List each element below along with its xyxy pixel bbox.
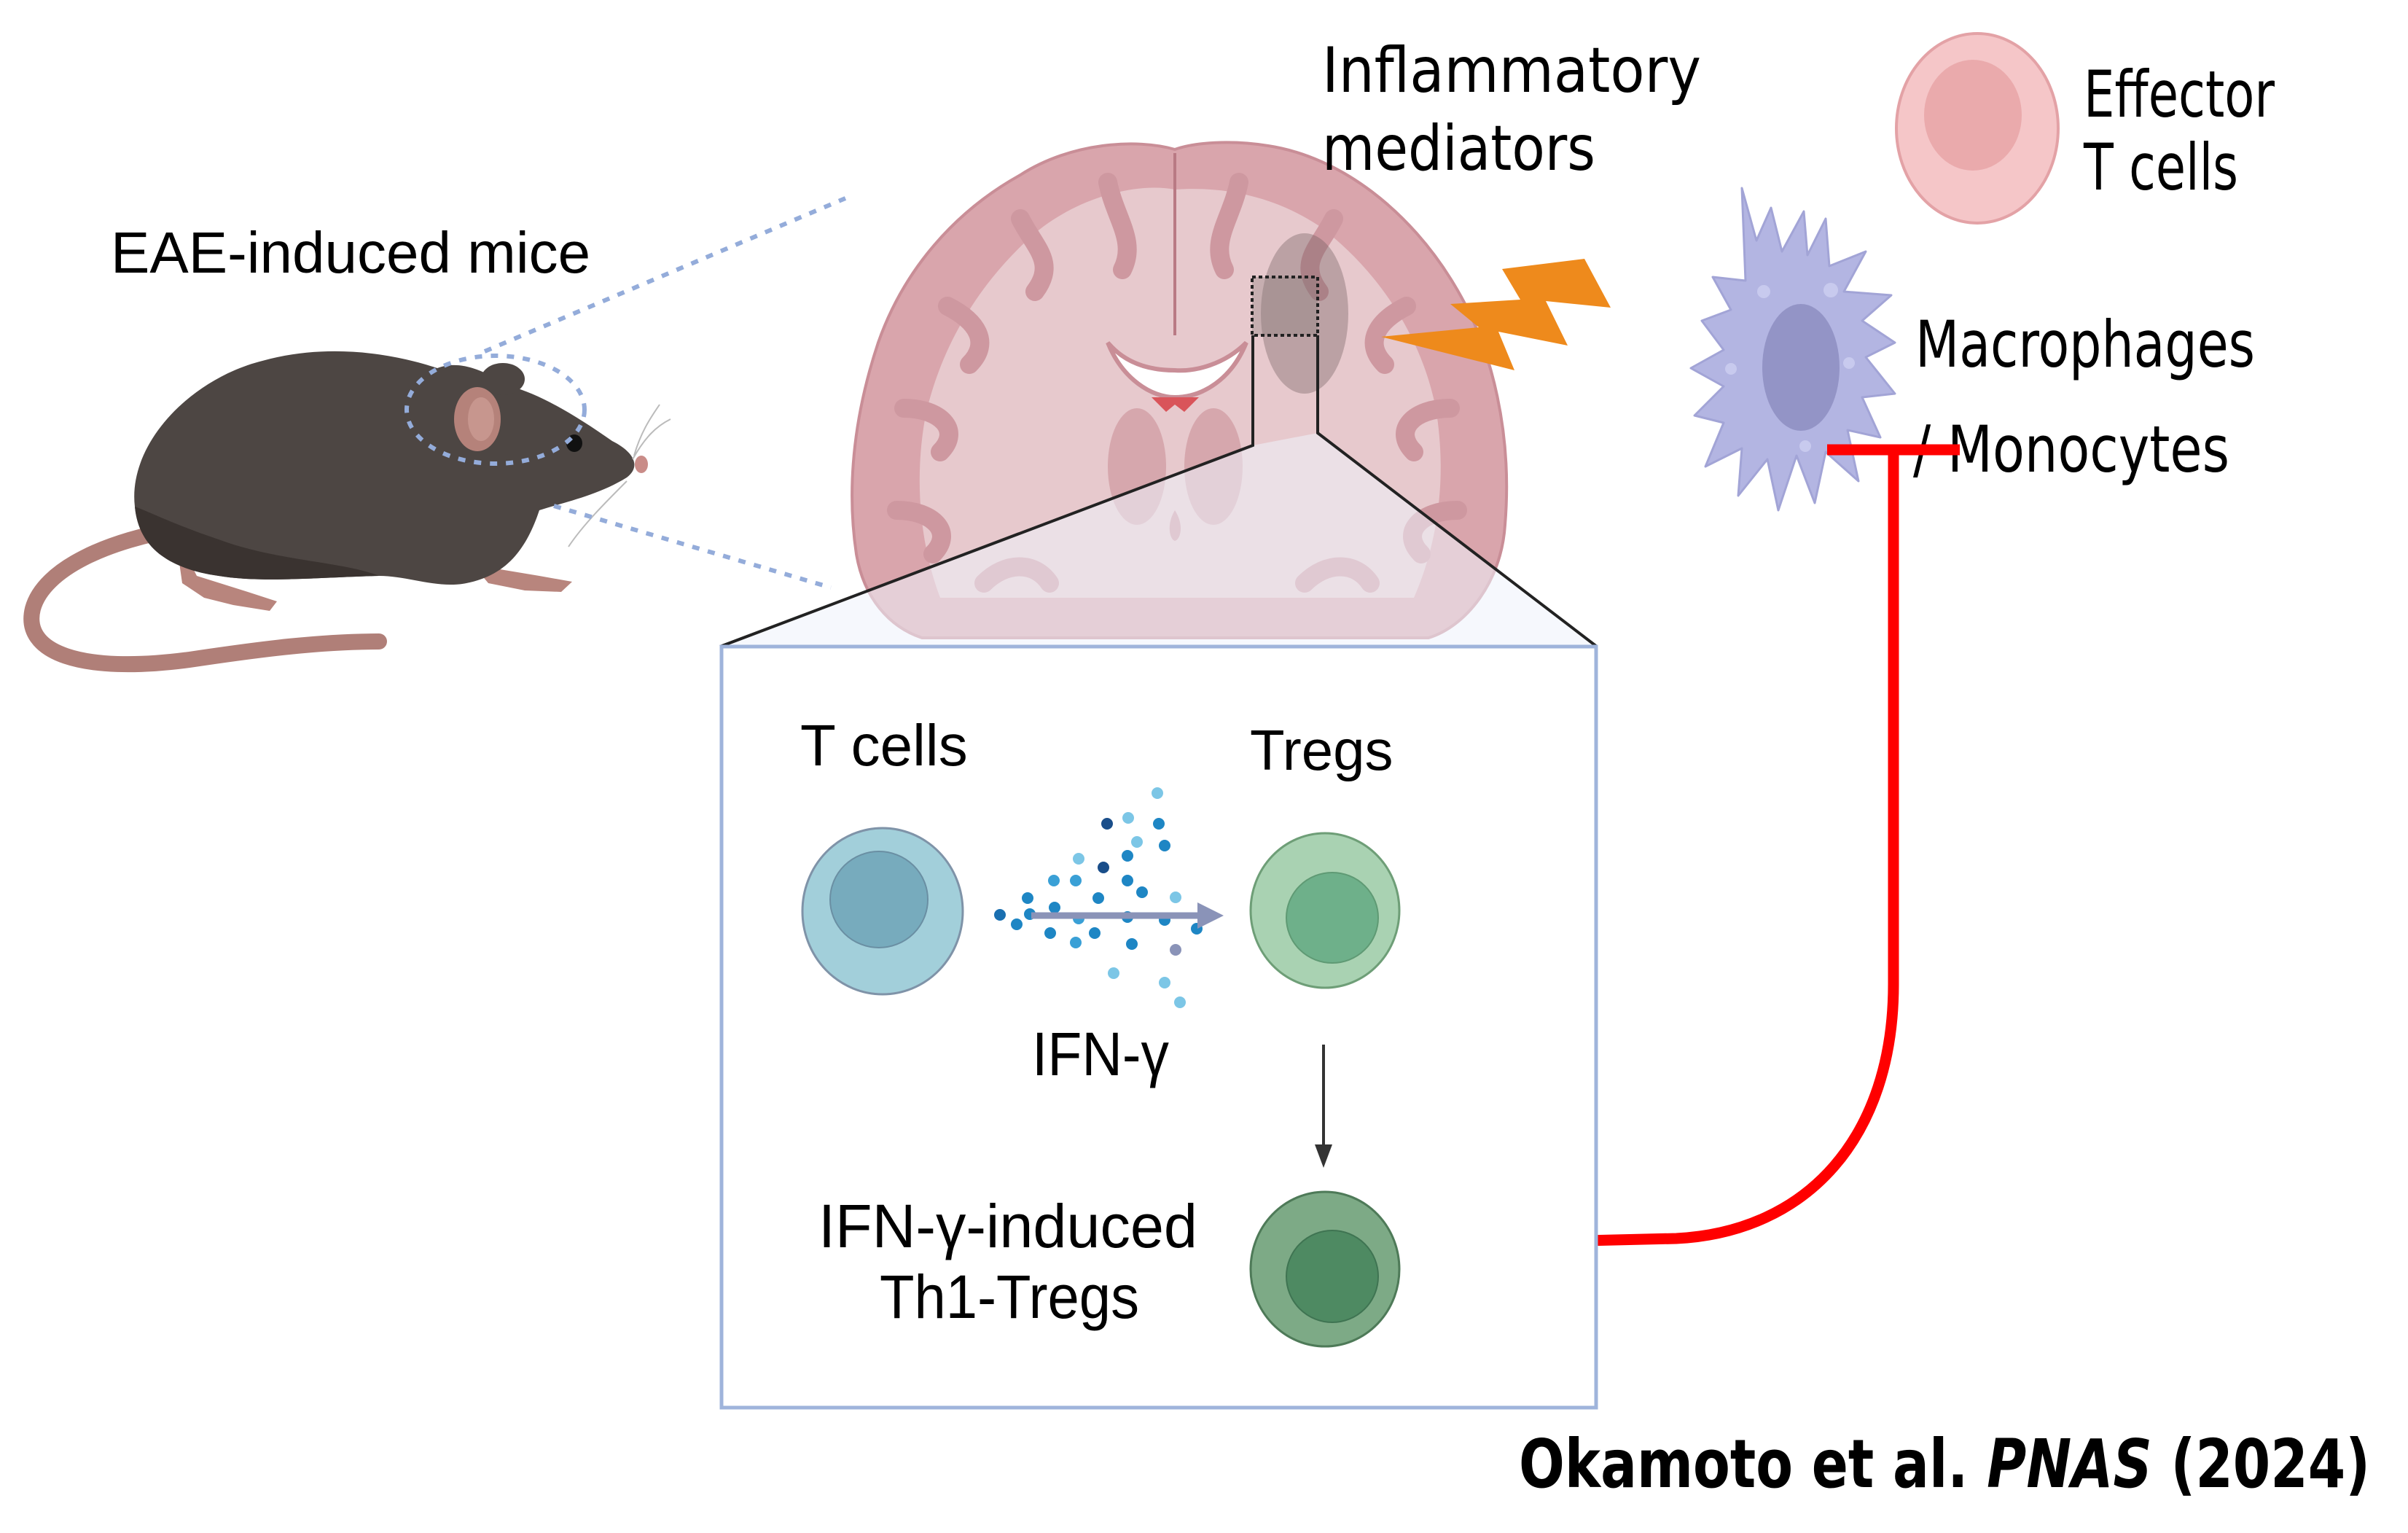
treg-cell-nucleus — [1286, 872, 1379, 964]
t-cell-nucleus — [829, 851, 929, 948]
ifn-gamma-particle — [1101, 818, 1113, 830]
ifn-gamma-particle — [1070, 875, 1082, 886]
macrophage-granule — [1823, 283, 1838, 297]
tregs-label: Tregs — [1250, 718, 1393, 782]
inset-funnel-fill — [720, 433, 1597, 647]
ifn-gamma-particle — [1044, 927, 1056, 939]
lightning-icon — [1381, 259, 1611, 370]
brain-ventricle — [1106, 340, 1248, 400]
macrophage-granule — [1799, 440, 1811, 452]
mouse-tail — [23, 520, 387, 673]
citation-year: (2024) — [2171, 1425, 2370, 1503]
ifn-gamma-particle — [1049, 902, 1060, 913]
ifn-gamma-particle — [1152, 787, 1163, 799]
mouse-ear-inner — [468, 397, 494, 441]
inset-funnel-line-left — [719, 335, 1254, 648]
brain-lesion — [1261, 233, 1348, 394]
ifn-gamma-particle — [1092, 892, 1104, 904]
ifn-gamma-particle — [1136, 886, 1148, 898]
differentiation-arrow — [1315, 1045, 1332, 1168]
citation-journal: PNAS — [1987, 1425, 2170, 1503]
ifn-gamma-particle — [1089, 927, 1101, 939]
ifn-gamma-particle — [1098, 862, 1109, 873]
zoom-guide-line-top — [483, 196, 847, 354]
ifn-gamma-particle — [1170, 944, 1181, 956]
macrophage-granule — [1843, 357, 1855, 369]
macrophage-nucleus — [1762, 304, 1840, 431]
macrophages-label-line2: / Monocytes — [1913, 412, 2229, 487]
ifn-gamma-particle — [994, 909, 1006, 921]
mouse-body — [134, 351, 635, 585]
inset-panel — [719, 644, 1598, 1410]
inset-funnel — [719, 335, 1598, 648]
effector-t-cell-nucleus — [1924, 60, 2022, 171]
ifn-gamma-particle — [1122, 850, 1133, 862]
th1-tregs-label-line2: Th1-Tregs — [880, 1263, 1139, 1331]
ifn-gamma-particle — [1073, 853, 1084, 865]
ifn-gamma-particle — [1159, 840, 1170, 851]
mouse-illustration — [23, 351, 671, 673]
effector-t-cell — [1895, 32, 2060, 225]
macrophages-label-line1: Macrophages — [1915, 307, 2255, 382]
effector-t-cells-label-line1: Effector — [2084, 57, 2275, 132]
ifn-gamma-particle — [1126, 938, 1138, 950]
mouse-ear-back — [481, 363, 525, 395]
macrophage-granule — [1725, 363, 1737, 375]
brain-choroid — [1152, 397, 1199, 412]
ifn-gamma-particles — [994, 787, 1203, 1008]
th1-treg-cell-nucleus — [1286, 1230, 1379, 1323]
head-highlight-ellipse — [404, 354, 587, 466]
macrophage-cell — [1689, 187, 1896, 512]
mouse-whiskers — [568, 404, 671, 547]
effector-t-cells-label-line2: T cells — [2083, 130, 2238, 205]
inhibition-line — [1430, 450, 1899, 1250]
mouse-nose — [635, 456, 648, 473]
inflammatory-mediators-label-line1: Inflammatory — [1322, 34, 1701, 107]
th1-tregs-label-line1: IFN-γ-induced — [818, 1192, 1197, 1260]
t-cell — [801, 827, 964, 996]
th1-treg-cell — [1249, 1190, 1401, 1348]
ifn-gamma-particle — [1122, 875, 1133, 886]
ifn-gamma-particle — [1122, 812, 1134, 824]
macrophage-granule — [1757, 285, 1770, 298]
differentiation-arrow-head — [1315, 1144, 1332, 1168]
ifn-gamma-particle — [1153, 818, 1165, 830]
ifn-gamma-particle — [1108, 967, 1119, 979]
ifn-gamma-arrow — [1031, 902, 1224, 929]
t-cells-label: T cells — [800, 713, 968, 778]
treg-cell — [1249, 832, 1401, 989]
citation: Okamoto et al. PNAS (2024) — [1519, 1425, 2370, 1503]
citation-authors: Okamoto et al. — [1519, 1425, 1968, 1503]
ifn-gamma-particle — [1131, 836, 1143, 848]
mouse-front-foot — [470, 525, 572, 592]
ifn-gamma-label: IFN-γ — [1032, 1020, 1169, 1088]
ifn-gamma-particle — [1048, 875, 1060, 886]
ifn-gamma-particle — [1159, 977, 1170, 988]
ifn-gamma-arrow-head — [1197, 902, 1224, 929]
ifn-gamma-particle — [1174, 996, 1186, 1008]
ifn-gamma-particle — [1170, 892, 1181, 903]
ifn-gamma-particle — [1022, 892, 1033, 904]
mouse-hind-foot — [175, 532, 277, 611]
ifn-gamma-particle — [1011, 918, 1023, 930]
mouse-body-shade — [135, 507, 379, 580]
ifn-gamma-particle — [1070, 937, 1082, 948]
inhibition-arrow — [1430, 444, 1960, 1250]
mouse-label: EAE-induced mice — [111, 220, 590, 285]
zoom-guide-line-bottom — [553, 504, 832, 590]
zoom-guide — [404, 196, 847, 590]
brain-lesion-highlight-box — [1251, 276, 1319, 337]
inflammatory-mediators-label-line2: mediators — [1322, 112, 1595, 185]
inset-funnel-line-right — [1316, 335, 1598, 648]
